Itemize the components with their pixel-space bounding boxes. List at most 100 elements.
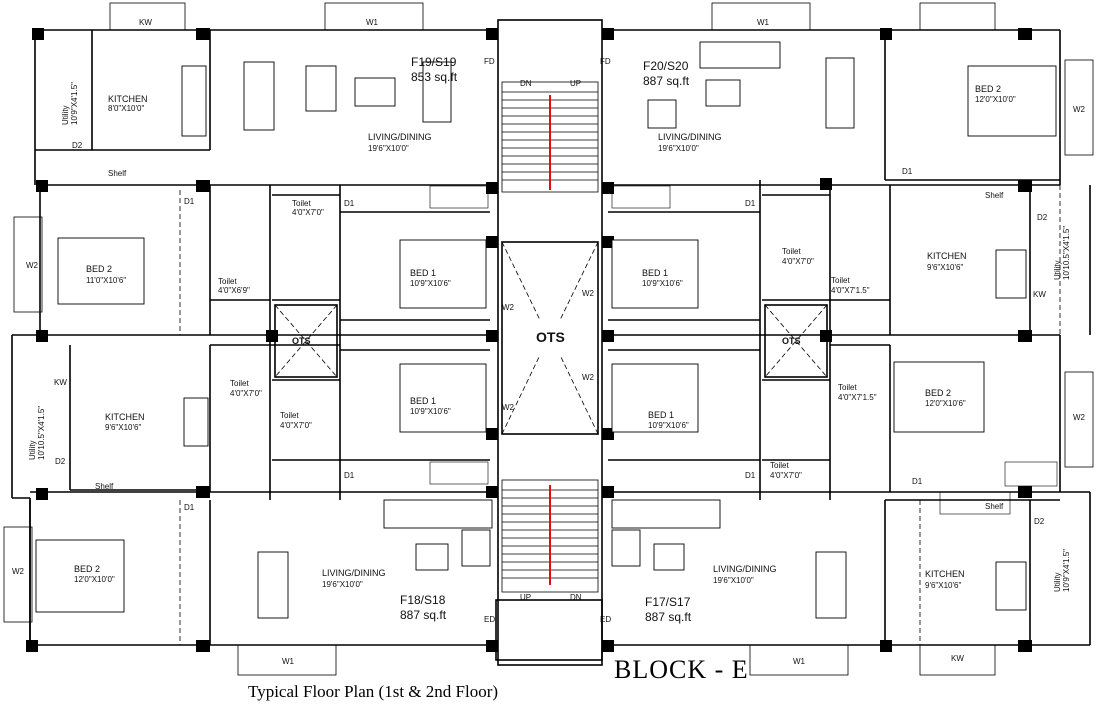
bed1-nw-dim: 10'9"X10'6"	[410, 279, 451, 288]
toilet-1-name: Toilet	[292, 199, 311, 208]
utility-nw-label: Utility 10'9"X4'1.5"	[61, 82, 79, 125]
living-se-name: LIVING/DINING	[713, 564, 777, 574]
window-w2-w: W2	[26, 261, 39, 270]
flat-name-f19: F19/S19	[411, 55, 457, 69]
toilet-4-dim: 4'0"X7'0"	[280, 421, 312, 430]
utility-w-label: Utility 10'10.5"X4'1.5"	[28, 406, 46, 460]
bed1-sw-name: BED 1	[410, 396, 436, 406]
toilet-7-name: Toilet	[838, 383, 857, 392]
living-se-dim: 19'6"X10'0"	[713, 576, 754, 585]
window-w1-ne: W1	[757, 18, 770, 27]
kitchen-se-dim: 9'6"X10'6"	[925, 581, 961, 590]
door-d1-bed1se: D1	[745, 471, 756, 480]
living-ne-dim: 19'6"X10'0"	[658, 144, 699, 153]
block-title: BLOCK - E	[614, 655, 749, 684]
flat-name-f20: F20/S20	[643, 59, 689, 73]
window-w1-se: W1	[793, 657, 806, 666]
plan-caption: Typical Floor Plan (1st & 2nd Floor)	[248, 682, 499, 701]
room-labels: F19/S19 853 sq.ft F20/S20 887 sq.ft F18/…	[12, 18, 1086, 666]
window-w2-e: W2	[1073, 413, 1086, 422]
door-d2-se: D2	[1034, 517, 1045, 526]
flat-name-f18: F18/S18	[400, 593, 446, 607]
toilet-5-dim: 4'0"X7'0"	[782, 257, 814, 266]
bed1-se-name: BED 1	[648, 410, 674, 420]
toilet-3-name: Toilet	[230, 379, 249, 388]
bed1-nw-name: BED 1	[410, 268, 436, 278]
toilet-6-dim: 4'0"X7'1.5"	[831, 286, 870, 295]
toilet-1-dim: 4'0"X7'0"	[292, 208, 324, 217]
window-kw-n: KW	[139, 18, 152, 27]
kitchen-nw-name: KITCHEN	[108, 94, 148, 104]
window-w1-sw: W1	[282, 657, 295, 666]
kitchen-e-dim: 9'6"X10'6"	[927, 263, 963, 272]
stair-up-north: UP	[570, 79, 581, 88]
door-fd-nw: FD	[484, 57, 495, 66]
utility-se-name: Utility	[1053, 572, 1062, 592]
ots-center: OTS	[536, 329, 565, 345]
stair-dn-south: DN	[570, 593, 582, 602]
flat-area-f17: 887 sq.ft	[645, 610, 692, 624]
toilet-5-name: Toilet	[782, 247, 801, 256]
utility-e-name: Utility	[1053, 260, 1062, 280]
toilet-3-dim: 4'0"X7'0"	[230, 389, 262, 398]
utility-e-dim: 10'10.5"X4'1.5"	[1062, 226, 1071, 280]
living-nw-dim: 19'6"X10'0"	[368, 144, 409, 153]
toilet-8-dim: 4'0"X7'0"	[770, 471, 802, 480]
window-w2-sw: W2	[12, 567, 25, 576]
window-w2-core-2: W2	[582, 289, 595, 298]
bed2-e-name: BED 2	[925, 388, 951, 398]
furniture	[35, 41, 1058, 619]
window-kw-s: KW	[951, 654, 964, 663]
kitchen-e-name: KITCHEN	[927, 251, 967, 261]
bed2-w-name: BED 2	[86, 264, 112, 274]
utility-w-dim: 10'10.5"X4'1.5"	[37, 406, 46, 460]
door-d1-bed1sw: D1	[344, 471, 355, 480]
flat-area-f18: 887 sq.ft	[400, 608, 447, 622]
door-d1-e: D1	[912, 477, 923, 486]
door-d1-bed1nw: D1	[344, 199, 355, 208]
utility-w-name: Utility	[28, 440, 37, 460]
bed2-w-dim: 11'0"X10'6"	[86, 276, 126, 285]
door-d2-nw: D2	[72, 141, 83, 150]
bed2-ne-name: BED 2	[975, 84, 1001, 94]
bed1-ne-name: BED 1	[642, 268, 668, 278]
window-w1-nw: W1	[366, 18, 379, 27]
toilet-7-dim: 4'0"X7'1.5"	[838, 393, 877, 402]
door-ed-sw: ED	[484, 615, 495, 624]
shelf-ne: Shelf	[985, 191, 1004, 200]
flat-area-f19: 853 sq.ft	[411, 70, 458, 84]
door-fd-ne: FD	[600, 57, 611, 66]
shelf-nw: Shelf	[108, 169, 127, 178]
living-sw-name: LIVING/DINING	[322, 568, 386, 578]
door-d1-ne: D1	[902, 167, 913, 176]
bed2-ne-dim: 12'0"X10'0"	[975, 95, 1016, 104]
ots-east: OTS	[782, 336, 801, 346]
flat-name-f17: F17/S17	[645, 595, 691, 609]
utility-e-label: Utility 10'10.5"X4'1.5"	[1053, 226, 1071, 280]
bed1-sw-dim: 10'9"X10'6"	[410, 407, 451, 416]
bed1-se-dim: 10'9"X10'6"	[648, 421, 689, 430]
toilet-2-dim: 4'0"X6'9"	[218, 286, 250, 295]
kitchen-w-name: KITCHEN	[105, 412, 145, 422]
dashed-lines	[179, 184, 1061, 645]
utility-nw-dim: 10'9"X4'1.5"	[70, 82, 79, 125]
door-d2-e: D2	[1037, 213, 1048, 222]
bed1-ne-dim: 10'9"X10'6"	[642, 279, 683, 288]
door-d2-w: D2	[55, 457, 66, 466]
stair-dn-north: DN	[520, 79, 532, 88]
window-w2-ne: W2	[1073, 105, 1086, 114]
kitchen-w-dim: 9'6"X10'6"	[105, 423, 141, 432]
toilet-4-name: Toilet	[280, 411, 299, 420]
flat-area-f20: 887 sq.ft	[643, 74, 690, 88]
bed2-sw-name: BED 2	[74, 564, 100, 574]
window-w2-core-3: W2	[502, 403, 515, 412]
living-ne-name: LIVING/DINING	[658, 132, 722, 142]
door-d1-bed1ne: D1	[745, 199, 756, 208]
window-w2-core-4: W2	[582, 373, 595, 382]
living-nw-name: LIVING/DINING	[368, 132, 432, 142]
bed2-e-dim: 12'0"X10'6"	[925, 399, 966, 408]
living-sw-dim: 19'6"X10'0"	[322, 580, 363, 589]
utility-se-label: Utility 10'9"X4'1.5"	[1053, 549, 1071, 592]
bed2-sw-dim: 12'0"X10'0"	[74, 575, 115, 584]
windows	[3, 2, 1094, 676]
